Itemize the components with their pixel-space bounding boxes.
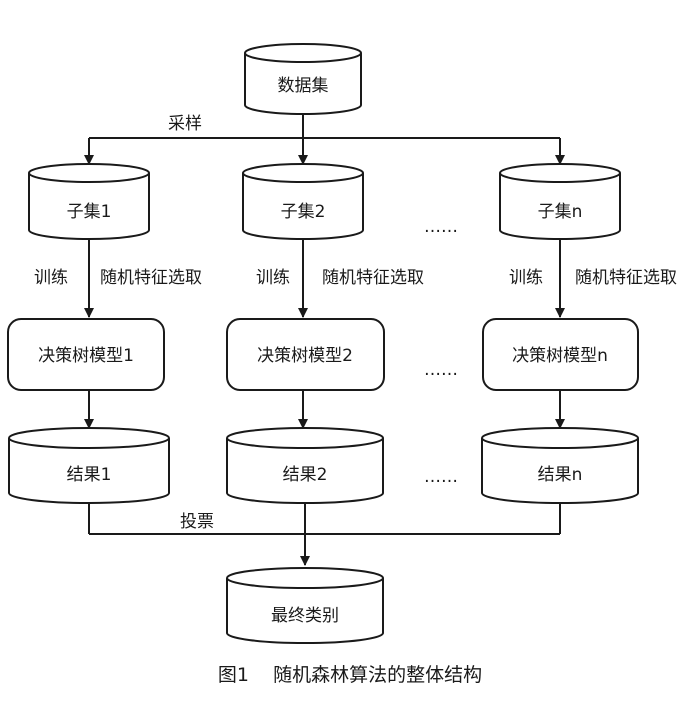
feature-label-n: 随机特征选取 bbox=[575, 268, 677, 288]
subset1-label: 子集1 bbox=[67, 202, 112, 222]
figure-caption: 图1 随机森林算法的整体结构 bbox=[218, 664, 482, 686]
dataset-label: 数据集 bbox=[278, 76, 329, 96]
subsetn-node: 子集n bbox=[499, 163, 621, 240]
subset2-node: 子集2 bbox=[242, 163, 364, 240]
vote-label: 投票 bbox=[180, 512, 214, 532]
model1-label: 决策树模型1 bbox=[38, 346, 134, 366]
feature-label-2: 随机特征选取 bbox=[322, 268, 424, 288]
train-label-n: 训练 bbox=[509, 268, 543, 288]
train-label-1: 训练 bbox=[34, 268, 68, 288]
subset2-label: 子集2 bbox=[281, 202, 326, 222]
final-label: 最终类别 bbox=[271, 606, 339, 626]
result-connectors bbox=[84, 390, 565, 429]
final-node: 最终类别 bbox=[226, 567, 384, 644]
model1-node: 决策树模型1 bbox=[7, 318, 165, 391]
result1-node: 结果1 bbox=[8, 427, 170, 504]
vote-connectors bbox=[88, 503, 561, 566]
feature-label-1: 随机特征选取 bbox=[100, 268, 202, 288]
modeln-node: 决策树模型n bbox=[482, 318, 639, 391]
sampling-connectors bbox=[84, 114, 565, 165]
sampling-label: 采样 bbox=[168, 114, 202, 134]
model2-label: 决策树模型2 bbox=[257, 346, 353, 366]
ellipsis-subsets: …… bbox=[424, 217, 458, 237]
result2-label: 结果2 bbox=[283, 465, 328, 485]
result2-node: 结果2 bbox=[226, 427, 384, 504]
train-connectors bbox=[84, 239, 565, 318]
resultn-node: 结果n bbox=[481, 427, 639, 504]
modeln-label: 决策树模型n bbox=[512, 346, 608, 366]
resultn-label: 结果n bbox=[538, 465, 583, 485]
dataset-node: 数据集 bbox=[244, 43, 362, 115]
ellipsis-models: …… bbox=[424, 360, 458, 380]
subsetn-label: 子集n bbox=[538, 202, 583, 222]
subset1-node: 子集1 bbox=[28, 163, 150, 240]
ellipsis-results: …… bbox=[424, 467, 458, 487]
result1-label: 结果1 bbox=[67, 465, 112, 485]
model2-node: 决策树模型2 bbox=[226, 318, 385, 391]
train-label-2: 训练 bbox=[256, 268, 290, 288]
